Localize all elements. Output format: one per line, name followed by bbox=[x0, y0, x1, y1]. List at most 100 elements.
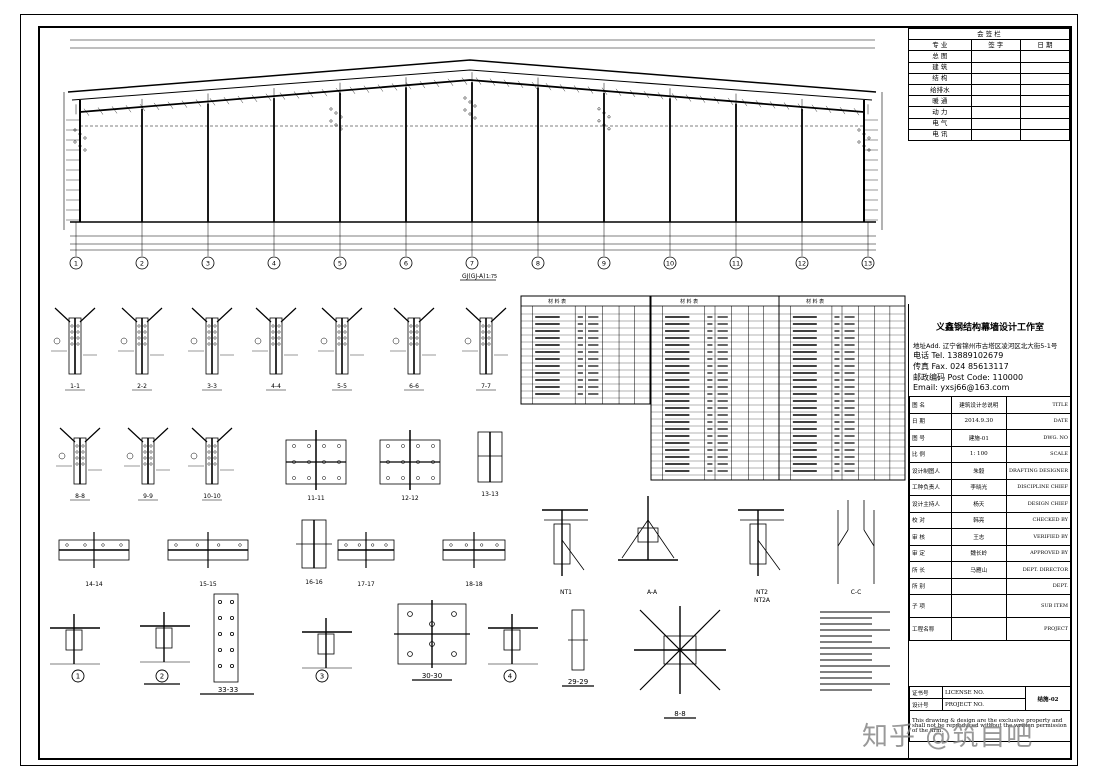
section-label: 4-4 bbox=[271, 383, 281, 390]
general-notes bbox=[820, 611, 890, 691]
node-label: NT1 bbox=[560, 589, 572, 596]
title-block-row: 子 项 SUB ITEM bbox=[909, 594, 1071, 618]
section-detail: 5-5 bbox=[318, 307, 364, 391]
title-row-label: 所 长 bbox=[909, 561, 952, 579]
license-en: LICENSE NO. bbox=[942, 686, 1026, 699]
firm-name: 义鑫钢结构幕墙设计工作室 bbox=[935, 323, 1044, 333]
section-label: 10-10 bbox=[203, 493, 221, 500]
title-row-label: 设计主持人 bbox=[909, 495, 952, 513]
section-detail: 8-8 bbox=[56, 427, 102, 501]
axis-label: 7 bbox=[470, 260, 474, 268]
material-table bbox=[778, 295, 906, 481]
axis-label: 6 bbox=[404, 260, 408, 268]
axis-bubble bbox=[861, 256, 875, 270]
title-row-english: DEPT. bbox=[1006, 577, 1071, 595]
axis-bubble bbox=[597, 256, 611, 270]
copyright-note: This drawing & design are the exclusive … bbox=[909, 710, 1071, 742]
section-label: 15-15 bbox=[199, 581, 217, 588]
section-detail: 10-10 bbox=[188, 427, 234, 501]
title-block-footer: 证书号 LICENSE NO. 结施-02 设计号 PROJECT NO. Th… bbox=[909, 686, 1071, 758]
axis-bubble bbox=[729, 256, 743, 270]
beam-section: 18-18 bbox=[442, 532, 506, 588]
node-detail: A-A bbox=[618, 496, 678, 596]
title-row-value: 马雁山 bbox=[950, 561, 1008, 579]
axis-label: 8 bbox=[536, 260, 540, 268]
section-label: 3-3 bbox=[207, 383, 217, 390]
inner-frame bbox=[38, 26, 1072, 760]
section-detail: 7-7 bbox=[462, 307, 508, 391]
title-row-value: 建施-01 bbox=[950, 429, 1008, 447]
axis-label: 11 bbox=[732, 260, 740, 268]
column-section: 16-16 bbox=[296, 519, 332, 586]
countersign-row: 暖 通 bbox=[908, 95, 972, 108]
countersign-header: 日 期 bbox=[1019, 39, 1071, 52]
detail-marker: 1 bbox=[71, 669, 85, 683]
title-row-label: 图 号 bbox=[909, 429, 952, 447]
title-row-english: SCALE bbox=[1006, 445, 1071, 463]
connection-detail bbox=[302, 618, 352, 669]
title-row-label: 审 核 bbox=[909, 528, 952, 546]
detail-marker: 4 bbox=[503, 669, 517, 683]
section-detail: 1-1 bbox=[51, 307, 97, 391]
section-label: 12-12 bbox=[401, 495, 419, 502]
section-label: 30-30 bbox=[422, 672, 442, 680]
title-row-label: 日 期 bbox=[909, 412, 952, 430]
section-detail: 13-13 bbox=[477, 431, 503, 498]
elevation-scale: 1:75 bbox=[486, 274, 497, 280]
detail-marker-label: 1 bbox=[76, 673, 80, 681]
title-row-label: 子 项 bbox=[909, 594, 952, 618]
beam-section: 14-14 bbox=[58, 532, 130, 588]
countersign-row: 建 筑 bbox=[908, 61, 972, 74]
section-label: 17-17 bbox=[357, 581, 375, 588]
countersign-row: 结 构 bbox=[908, 72, 972, 85]
axis-bubble bbox=[69, 256, 83, 270]
detail-marker-label: 3 bbox=[320, 673, 324, 681]
detail-marker: 2 bbox=[155, 669, 169, 683]
title-row-label: 比 例 bbox=[909, 445, 952, 463]
axis-label: 10 bbox=[666, 260, 674, 268]
title-row-english: DRAFTING DESIGNER bbox=[1006, 462, 1071, 480]
axis-bubble bbox=[663, 256, 677, 270]
firm-info: 义鑫钢结构幕墙设计工作室 地址Add. 辽宁省锦州市古塔区凌河区北大街5-1号 … bbox=[909, 304, 1071, 397]
axis-bubble bbox=[201, 256, 215, 270]
axis-label: 3 bbox=[206, 260, 210, 268]
title-row-english: DATE bbox=[1006, 412, 1071, 430]
detail-marker: 3 bbox=[315, 669, 329, 683]
connection-detail bbox=[140, 612, 190, 663]
section-label: 8-8 bbox=[75, 493, 85, 500]
node-label: C-C bbox=[851, 589, 862, 596]
title-row-english: DESIGN CHIEF bbox=[1006, 495, 1071, 513]
title-row-value bbox=[950, 577, 1008, 595]
title-row-english: VERIFIED BY bbox=[1006, 528, 1071, 546]
axis-label: 9 bbox=[602, 260, 606, 268]
title-row-value: 建筑设计总说明 bbox=[950, 396, 1008, 414]
section-label: 13-13 bbox=[481, 491, 499, 498]
title-row-value bbox=[950, 594, 1008, 618]
firm-tel: 电话 Tel. 13889102679 bbox=[913, 351, 1004, 360]
material-table bbox=[520, 295, 651, 405]
title-row-value: 王志 bbox=[950, 528, 1008, 546]
section-label: 9-9 bbox=[143, 493, 153, 500]
project-en: PROJECT NO. bbox=[942, 698, 1026, 711]
section-details-row-3: 14-14 15-15 17-17 18-18 16-16 bbox=[58, 519, 506, 588]
license-label: 证书号 bbox=[909, 686, 943, 699]
title-row-english: SUB ITEM bbox=[1006, 594, 1071, 618]
section-detail: 3-3 bbox=[188, 307, 234, 391]
section-label: 5-5 bbox=[337, 383, 347, 390]
material-table bbox=[650, 295, 780, 481]
beam-section: 17-17 bbox=[337, 532, 395, 588]
section-detail: 2-2 bbox=[118, 307, 164, 391]
countersign-header: 专 业 bbox=[908, 39, 972, 52]
title-row-label: 图 名 bbox=[909, 396, 952, 414]
node-detail: NT2 bbox=[738, 509, 784, 596]
